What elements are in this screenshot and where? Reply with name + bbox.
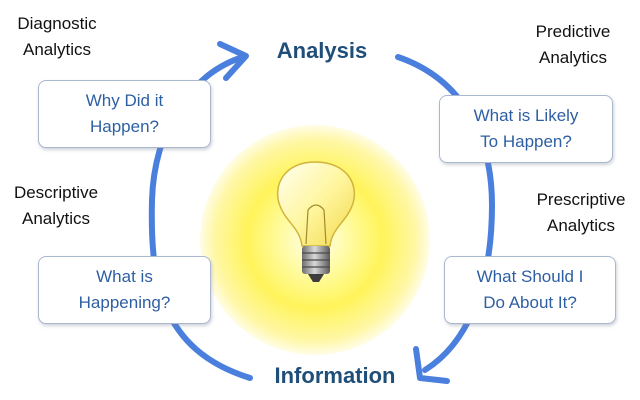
prescriptive-analytics-label: Prescriptive Analytics [522, 187, 640, 239]
lightbulb-icon [278, 162, 355, 282]
what-should-i-do-about-it-box: What Should I Do About It? [444, 256, 616, 324]
what-is-likely-to-happen-box: What is Likely To Happen? [439, 95, 613, 163]
analysis-label: Analysis [272, 38, 372, 64]
why-did-it-happen-box: Why Did it Happen? [38, 80, 211, 148]
diagnostic-analytics-label: Diagnostic Analytics [2, 11, 112, 63]
information-label: Information [262, 363, 408, 389]
predictive-analytics-label: Predictive Analytics [518, 19, 628, 71]
descriptive-analytics-label: Descriptive Analytics [0, 180, 112, 232]
what-is-happening-box: What is Happening? [38, 256, 211, 324]
